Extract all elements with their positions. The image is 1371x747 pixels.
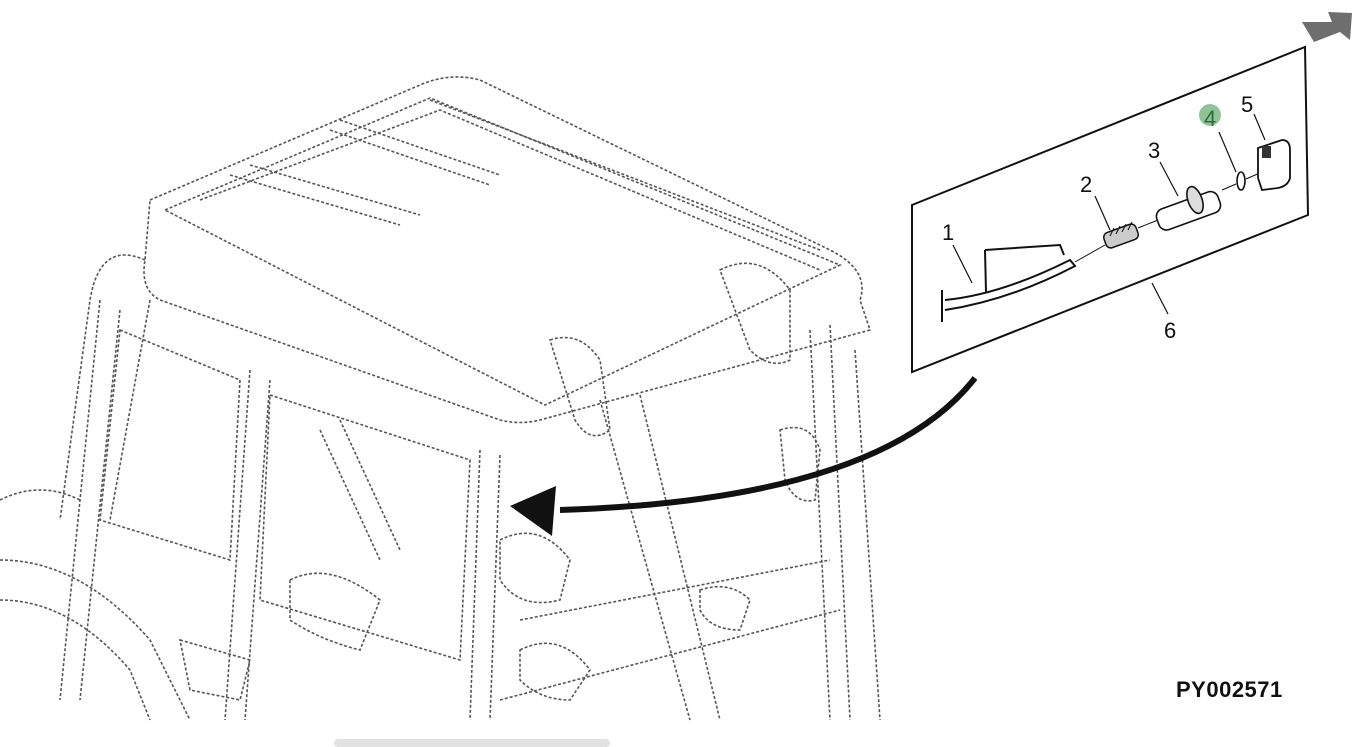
callout-5[interactable]: 5 (1241, 92, 1253, 117)
figure-code: PY002571 (1176, 677, 1283, 702)
callout-4[interactable]: 4 (1204, 106, 1216, 131)
location-arrow (510, 376, 978, 536)
next-arrow-icon[interactable] (1302, 12, 1352, 42)
inset-detail-frame (911, 45, 1310, 374)
cab-illustration (0, 76, 881, 721)
callout-6[interactable]: 6 (1164, 318, 1176, 343)
callout-2[interactable]: 2 (1080, 172, 1092, 197)
inset-parts (941, 113, 1291, 322)
callout-1[interactable]: 1 (942, 220, 954, 245)
horizontal-scrollbar[interactable] (334, 739, 610, 747)
callout-3[interactable]: 3 (1148, 138, 1160, 163)
callout-4-highlight (1199, 104, 1221, 126)
